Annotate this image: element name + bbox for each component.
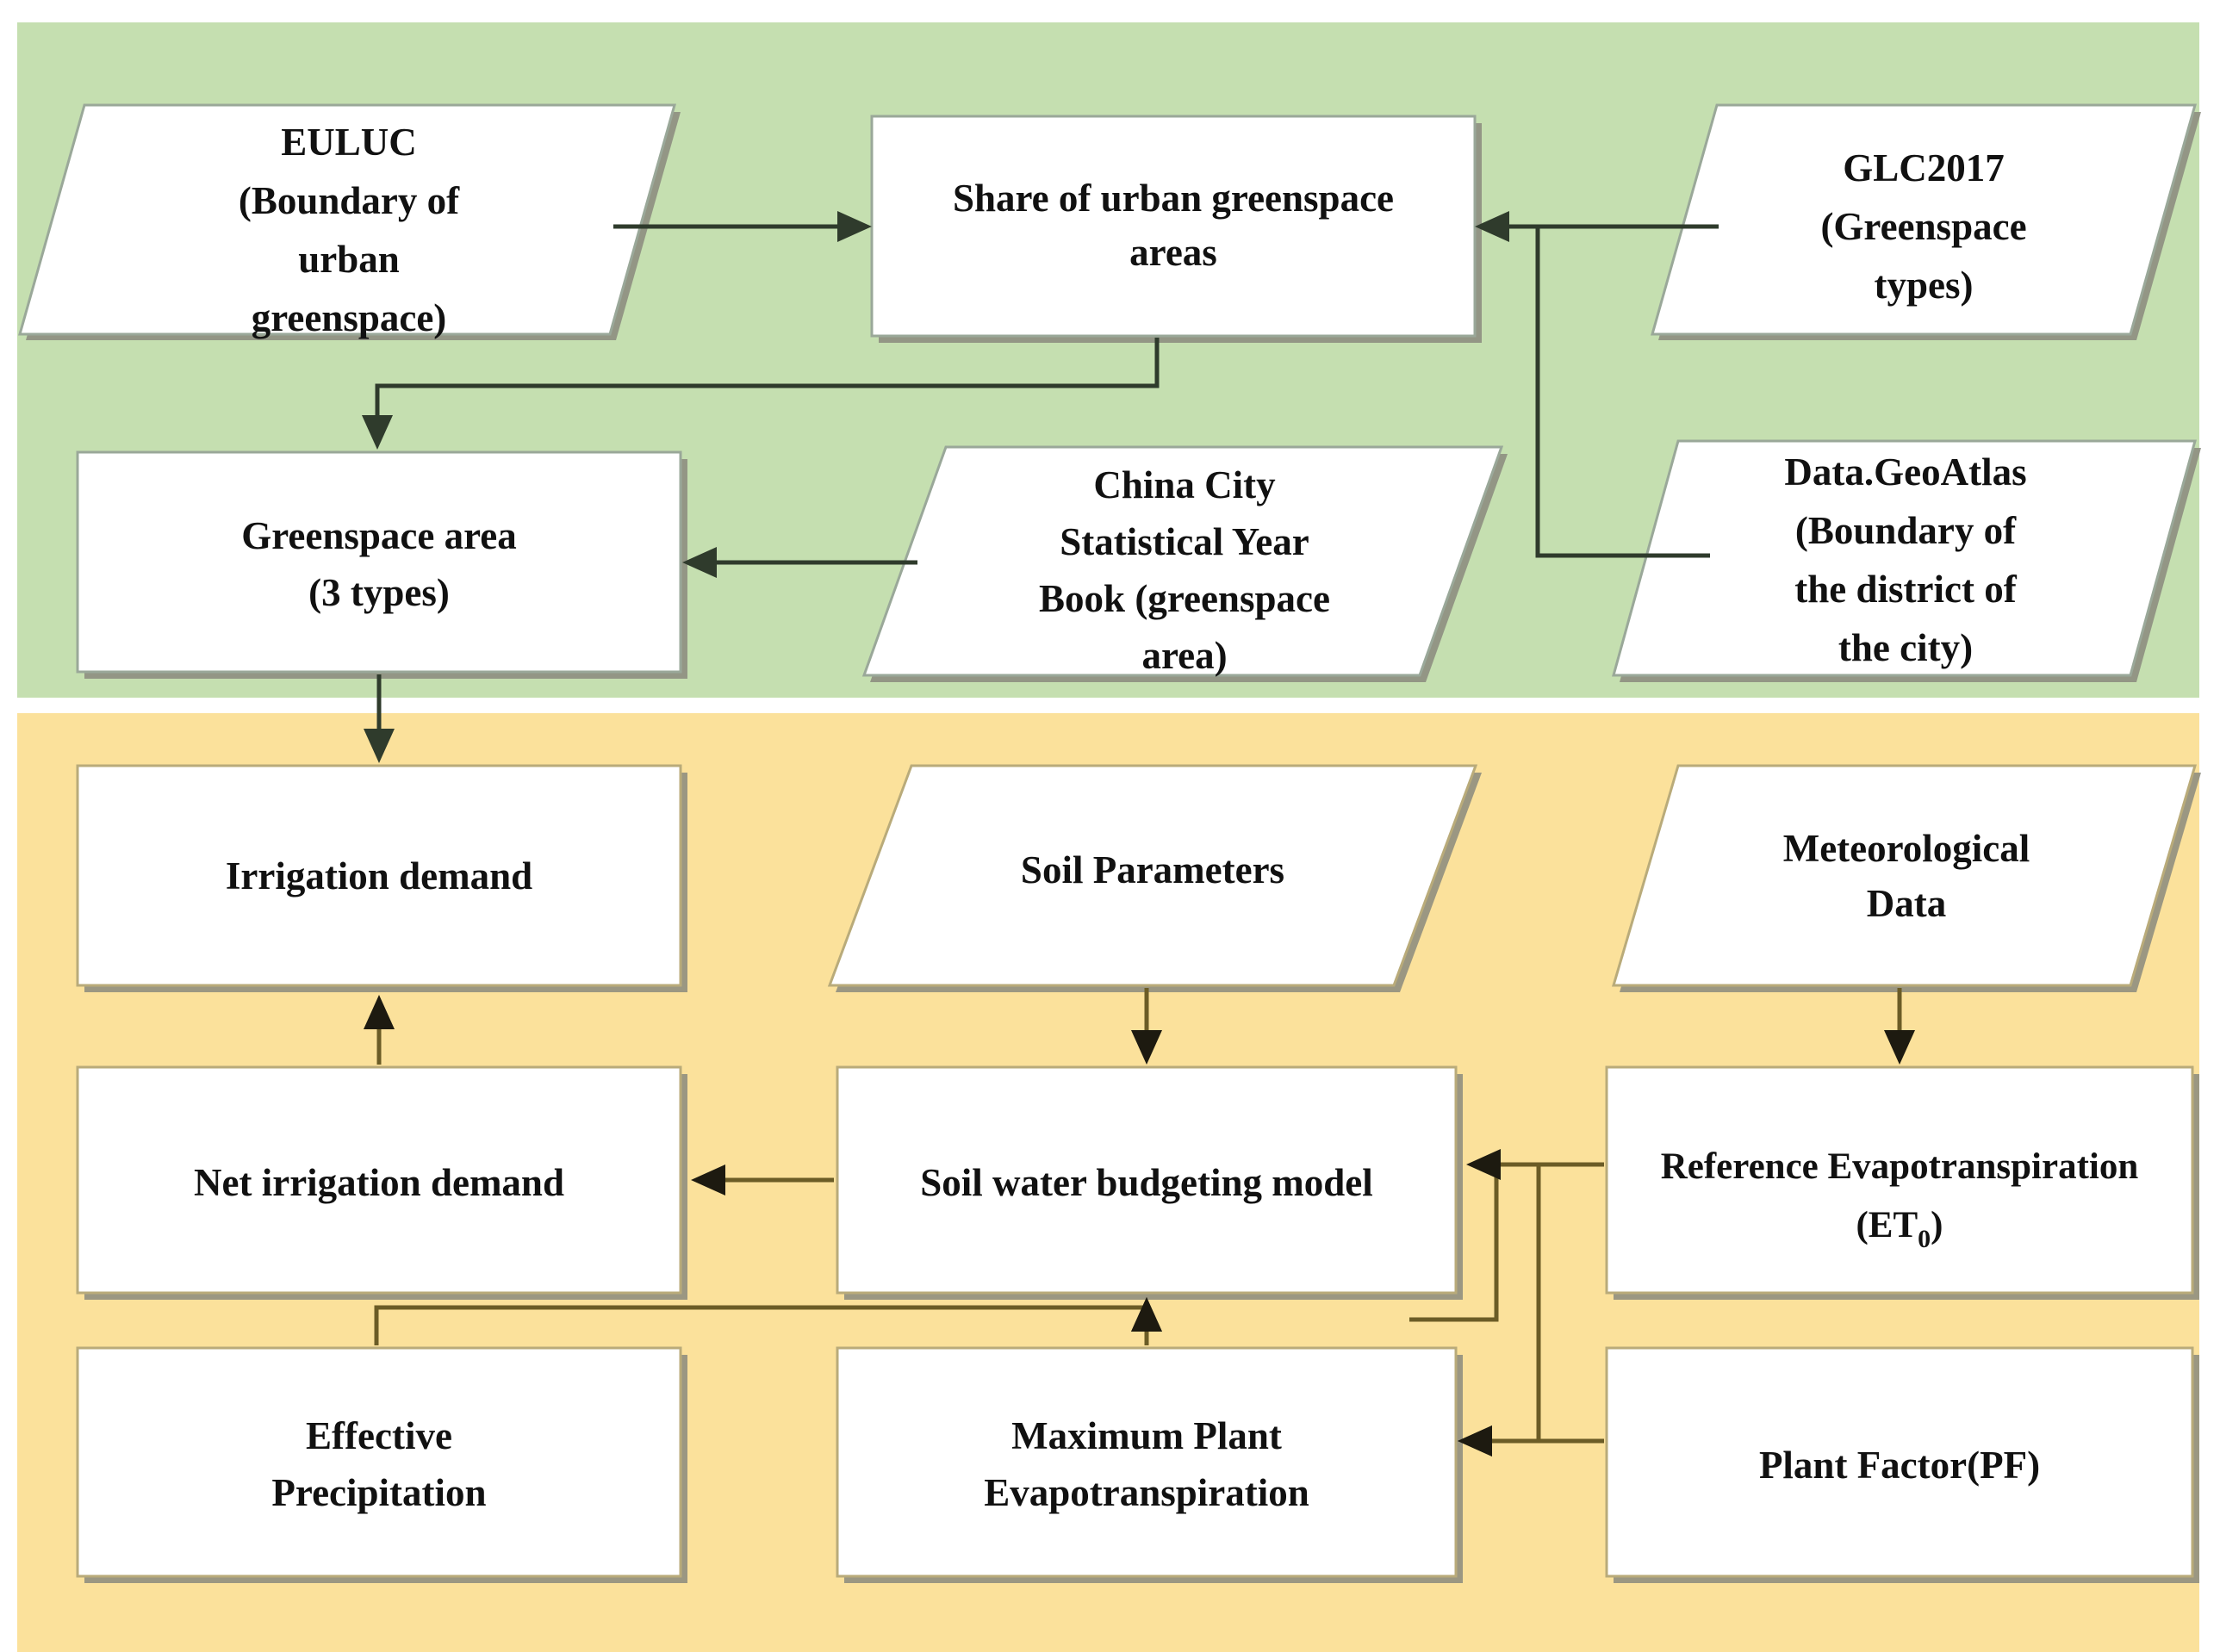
node-euluc-line-3: urban [298,238,400,281]
node-effective-precipitation-line-1: Effective [306,1414,452,1457]
node-max-plant-et-line-1: Maximum Plant [1011,1414,1282,1457]
node-reference-et-et: (ET [1856,1205,1918,1245]
edge-model-to-net-irrigation-demand [691,1164,834,1196]
edge-euluc-to-share [613,211,872,242]
node-maximum-plant-evapotranspiration[interactable]: Maximum Plant Evapotranspiration [836,1346,1463,1583]
node-reference-et-line-2: (ET0) [1856,1205,1943,1253]
node-soil-parameters[interactable]: Soil Parameters [827,764,1482,992]
node-data-geoatlas[interactable]: Data.GeoAtlas (Boundary of the district … [1612,439,2201,682]
node-yearbook-line-2: Statistical Year [1060,520,1309,563]
node-max-plant-et-line-2: Evapotranspiration [984,1471,1309,1514]
node-irrigation-demand[interactable]: Irrigation demand [76,764,687,992]
node-effective-precipitation[interactable]: Effective Precipitation [76,1346,687,1583]
node-glc2017-line-1: GLC2017 [1843,146,2005,189]
node-irrigation-demand-line-1: Irrigation demand [226,854,532,897]
node-meteorological-data[interactable]: Meteorological Data [1611,764,2201,992]
node-reference-et-subscript: 0 [1918,1225,1931,1253]
node-meteorological-data-line-2: Data [1867,882,1946,925]
edge-greenspace-area-to-irrigation-demand [364,674,395,763]
node-plant-factor-line-1: Plant Factor(PF) [1759,1444,2040,1487]
edge-soil-parameters-to-model [1131,988,1162,1065]
edge-plant-factor-to-max-plant-et [1458,1425,1604,1456]
node-reference-evapotranspiration[interactable]: Reference Evapotranspiration (ET0) [1605,1065,2199,1300]
node-greenspace-area[interactable]: Greenspace area (3 types) [76,450,687,679]
node-net-irrigation-demand[interactable]: Net irrigation demand [76,1065,687,1300]
node-china-city-statistical-yearbook[interactable]: China City Statistical Year Book (greens… [861,445,1508,682]
node-greenspace-area-line-2: (3 types) [308,571,450,614]
edge-geoatlas-to-share [1535,227,1710,558]
node-reference-et-line-1: Reference Evapotranspiration [1661,1146,2139,1187]
edge-yearbook-to-greenspace-area [682,547,917,578]
edge-share-to-greenspace-area [362,338,1160,450]
edge-max-plant-et-to-model [1131,1297,1162,1345]
node-share-line-1: Share of urban greenspace [953,177,1394,220]
node-soil-water-model-line-1: Soil water budgeting model [920,1161,1372,1204]
node-share-of-urban-greenspace-areas[interactable]: Share of urban greenspace areas [870,115,1482,343]
node-effective-precipitation-line-2: Precipitation [271,1471,486,1514]
node-reference-et-paren: ) [1931,1205,1943,1245]
node-yearbook-line-1: China City [1093,463,1276,506]
node-glc2017-line-2: (Greenspace [1820,205,2026,248]
node-geoatlas-line-3: the district of [1794,568,2017,611]
node-euluc[interactable]: EULUC (Boundary of urban greenspace) [18,103,681,340]
node-yearbook-line-3: Book (greenspace [1039,577,1330,620]
node-meteorological-data-line-1: Meteorological [1783,827,2030,870]
edge-net-irrigation-to-irrigation-demand [364,995,395,1065]
node-soil-parameters-line-1: Soil Parameters [1021,848,1284,891]
node-plant-factor[interactable]: Plant Factor(PF) [1605,1346,2199,1583]
node-net-irrigation-demand-line-1: Net irrigation demand [194,1161,564,1204]
node-greenspace-area-line-1: Greenspace area [241,514,517,557]
node-glc2017[interactable]: GLC2017 (Greenspace types) [1651,103,2201,340]
node-euluc-line-4: greenspace) [252,296,447,339]
node-yearbook-line-4: area) [1141,634,1227,677]
node-geoatlas-line-4: the city) [1838,626,1973,669]
node-share-line-2: areas [1129,231,1217,274]
node-geoatlas-line-1: Data.GeoAtlas [1784,450,2026,494]
node-soil-water-budgeting-model[interactable]: Soil water budgeting model [836,1065,1463,1300]
edge-meteorological-to-reference-et [1884,988,1915,1065]
node-glc2017-line-3: types) [1875,264,1974,307]
node-euluc-line-2: (Boundary of [239,179,460,222]
edge-glc2017-to-share [1475,211,1719,242]
node-geoatlas-line-2: (Boundary of [1795,509,2017,552]
node-euluc-line-1: EULUC [281,121,417,164]
